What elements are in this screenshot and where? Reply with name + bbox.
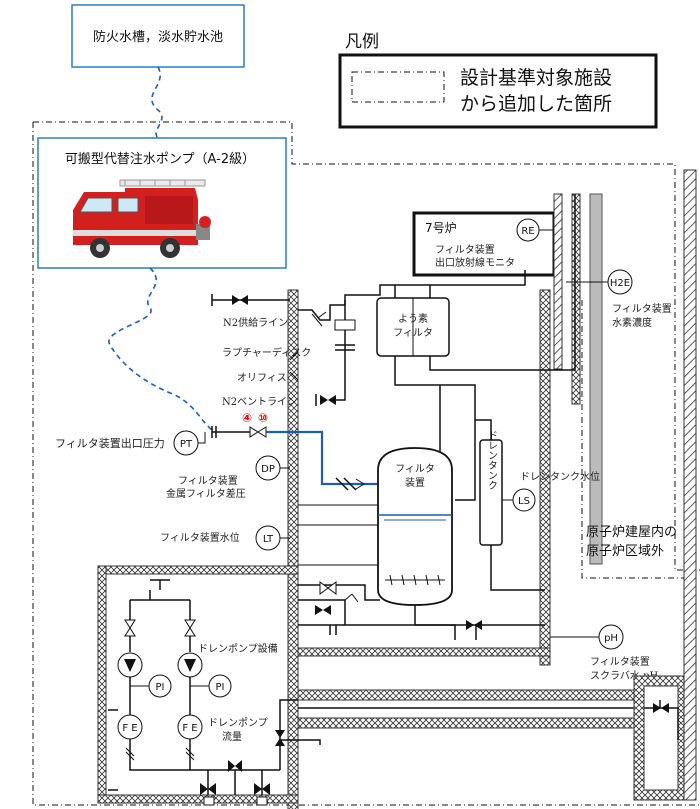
radiation-monitor-line1: フィルタ装置 [435, 243, 495, 256]
dp-tag: DP [261, 464, 275, 475]
source-label: 防火水槽，淡水貯水池 [93, 29, 223, 45]
pi-b-tag: PI [216, 682, 225, 693]
radiation-monitor-line2: 出口放射線モニタ [435, 256, 515, 269]
reactor-unit-label: 7号炉 [425, 221, 457, 235]
legend-line2: から追加した箇所 [460, 93, 612, 115]
filter-vessel [377, 447, 453, 606]
source-box [71, 4, 245, 68]
pump-valve-1-icon[interactable] [200, 783, 216, 795]
outlet-pressure-label: フィルタ装置出口圧力 [55, 436, 165, 450]
drain-tank-label: ドレンタンク [486, 430, 498, 490]
pump-b-suction-valve-icon[interactable] [184, 619, 196, 637]
inlet-valve-icon[interactable] [249, 426, 267, 438]
dp-label-line1: フィルタ装置 [178, 474, 238, 487]
level-label: フィルタ装置水位 [160, 531, 240, 544]
main-vertical-wall [287, 289, 299, 809]
fe-b-tag: F E [182, 723, 197, 734]
n2-supply-label: N2供給ライン [223, 316, 288, 329]
outer-wall-right [683, 169, 697, 801]
pt-tag: PT [180, 439, 193, 450]
iodine-filter-line2: フィルタ [393, 327, 433, 339]
injection-line [266, 430, 378, 486]
reactor-zone-boundary [581, 300, 684, 579]
pump-label: 可搬型代替注水ポンプ（A-2級） [65, 152, 255, 167]
drain-pump-flow-line2: 流量 [222, 730, 242, 743]
added-scope-boundary-lower [32, 122, 700, 806]
fire-truck-icon [73, 179, 211, 258]
hose-line-2 [108, 267, 213, 431]
pump-room-top-wall [97, 565, 299, 575]
iodine-filter-line1: よう素 [398, 312, 428, 325]
marker-10: ⑩ [258, 411, 268, 425]
stack-wall-left [553, 193, 563, 370]
legend-box [338, 53, 658, 129]
vessel-line1: フィルタ [395, 463, 435, 475]
n2-vent-label: N2ベントライン [222, 396, 297, 408]
long-pipe-lower [297, 717, 635, 729]
long-pipe-upper [297, 689, 635, 701]
fe-a-tag: F E [122, 723, 137, 734]
added-scope-boundary [33, 121, 700, 571]
drain-tank-level-label: ドレンタンク水位 [520, 470, 600, 483]
drain-valve-1-icon[interactable] [319, 581, 337, 595]
hydrogen-line2: 水素濃度 [612, 316, 652, 329]
drain-valve-3-icon[interactable] [466, 620, 482, 630]
pump-room-bottom-wall [97, 794, 299, 804]
pump-valve-2-icon[interactable] [228, 760, 242, 772]
pump-room-left-wall [97, 565, 107, 804]
stack-wall-right [571, 193, 581, 405]
pump-discharge-valve-icon[interactable] [275, 730, 285, 746]
n2-supply-valve-icon[interactable] [232, 295, 248, 305]
drain-pump-equipment-label: ドレンポンプ設備 [198, 642, 278, 655]
right-vertical-wall [539, 289, 551, 666]
hydrogen-line1: フィルタ装置 [612, 302, 672, 315]
radiation-tag: RE [521, 226, 534, 237]
legend-line1: 設計基準対象施設 [460, 67, 612, 89]
rupture-disk-label: ラプチャーディスク [222, 346, 311, 359]
ls-tag: LS [518, 496, 530, 507]
right-pit-valve-icon[interactable] [653, 703, 669, 713]
building-wall-gray [589, 193, 603, 565]
legend-dash-sample [351, 71, 445, 103]
reactor-zone-line2: 原子炉区域外 [586, 544, 664, 559]
orifice-label: オリフィス [237, 372, 287, 384]
drain-valve-2-icon[interactable] [315, 605, 331, 615]
lt-tag: LT [263, 534, 274, 545]
ph-tag: pH [604, 633, 618, 644]
base-slab [297, 647, 551, 657]
pump-valve-3-icon[interactable] [254, 783, 270, 795]
pi-a-tag: PI [156, 682, 165, 693]
marker-4: ④ [242, 411, 252, 425]
hose-line-1 [151, 66, 163, 139]
legend-title: 凡例 [345, 32, 379, 52]
dp-label-line2: 金属フィルタ差圧 [166, 487, 246, 500]
reactor-zone-line1: 原子炉建屋内の [586, 524, 677, 540]
pump-a-suction-valve-icon[interactable] [124, 619, 136, 637]
ph-line1: フィルタ装置 [590, 655, 650, 668]
n2-vent-valve-icon[interactable] [320, 395, 336, 405]
drain-pump-flow-line1: ドレンポンプ [208, 717, 268, 729]
vessel-line2: 装置 [405, 476, 425, 489]
hydrogen-tag: H2E [610, 278, 630, 289]
